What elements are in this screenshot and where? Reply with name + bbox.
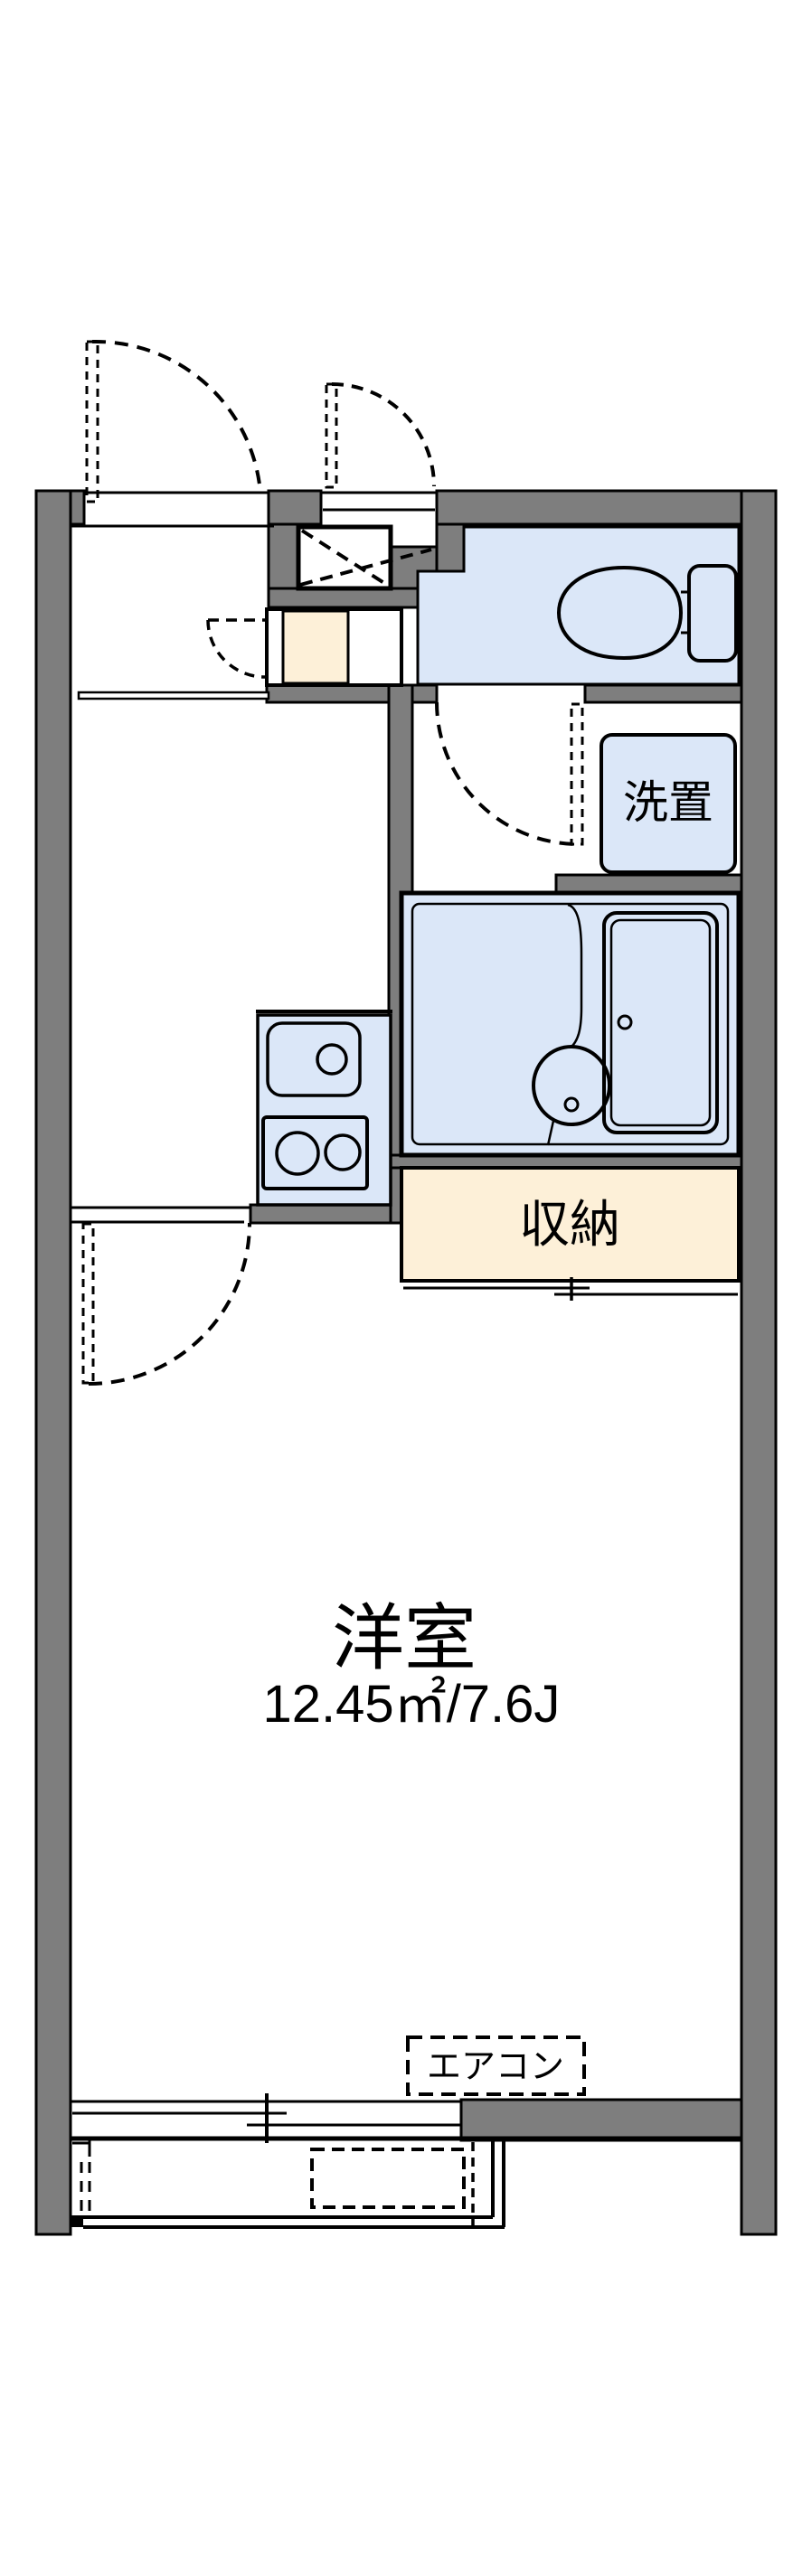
washroom-area: 洗置 <box>600 733 737 874</box>
window-south <box>71 2093 741 2143</box>
basin-drain-icon <box>563 1096 580 1113</box>
wall-band-bath-top <box>554 873 743 895</box>
wall-shaft-bottom <box>267 587 439 609</box>
bathroom <box>399 890 741 1158</box>
cabinet-door-swing-arc <box>206 619 266 679</box>
room-size-label: 12.45㎡/7.6J <box>263 1675 561 1734</box>
room-door-leaf <box>81 1222 95 1385</box>
pipe-shaft-cross-line-2 <box>299 548 432 587</box>
bathroom-divider-line <box>567 903 583 1048</box>
toilet-room <box>416 525 741 846</box>
aircon-marker: エアコン <box>406 2035 586 2096</box>
genkan-step-edge <box>77 691 270 700</box>
aircon-label: エアコン <box>427 2048 564 2086</box>
wall-left <box>34 489 72 2236</box>
basin-foot-line <box>546 1120 555 1146</box>
kitchen-unit <box>256 1010 392 1207</box>
washing-machine-pan <box>600 733 737 874</box>
stove-burner-right-icon <box>324 1133 362 1171</box>
wall-right <box>740 489 778 2236</box>
storage-label: 収納 <box>519 1196 620 1253</box>
laundry-label: 洗置 <box>623 777 713 828</box>
entrance-door-leaf <box>85 340 99 503</box>
service-door-leaf <box>325 382 338 489</box>
wall-bottom <box>459 2098 743 2142</box>
pipe-shaft-cross-line-1 <box>300 529 389 587</box>
room-door-swing-arc <box>88 1222 251 1386</box>
storage-area: 収納 <box>400 1166 741 1301</box>
outdoor-unit-box <box>310 2148 466 2209</box>
wall-top-mid-block <box>267 489 323 526</box>
toilet-door-swing-arc <box>435 701 580 846</box>
storage-floor <box>400 1166 741 1283</box>
kitchen-sink-icon <box>266 1021 362 1097</box>
bathroom-floor <box>399 890 741 1158</box>
room-labels: 洋室 12.45㎡/7.6J <box>263 1598 561 1734</box>
balcony-corner-post <box>71 2216 83 2227</box>
toilet-door-leaf <box>570 702 584 846</box>
shoe-cabinet-counter <box>281 609 350 685</box>
wall-toilet-left-block <box>435 522 466 576</box>
wall-band-room-door <box>249 1203 392 1225</box>
service-door-swing-arc <box>331 382 436 487</box>
aircon-box <box>406 2035 586 2096</box>
doors <box>71 339 436 1386</box>
balcony <box>71 2137 505 2229</box>
bath-basin-icon <box>532 1045 611 1126</box>
toilet-tank-icon <box>687 564 738 663</box>
wall-band-toilet-right <box>583 683 743 704</box>
room-name-label: 洋室 <box>332 1598 477 1678</box>
pipe-shaft <box>296 524 432 591</box>
kitchen-faucet-icon <box>316 1043 348 1076</box>
bathtub-icon <box>602 911 719 1134</box>
wall-top-right-block <box>435 489 778 526</box>
toilet-bowl-icon <box>556 565 684 661</box>
bathtub-drain-icon <box>617 1014 633 1030</box>
outer-walls <box>34 489 778 2236</box>
kitchen-stove-icon <box>261 1115 369 1190</box>
bathtub-inner-line <box>609 918 712 1127</box>
genkan-area <box>71 508 435 700</box>
stove-burner-left-icon <box>275 1131 320 1176</box>
entrance-door-swing-arc <box>91 339 262 494</box>
bathroom-inner-line <box>411 902 730 1146</box>
